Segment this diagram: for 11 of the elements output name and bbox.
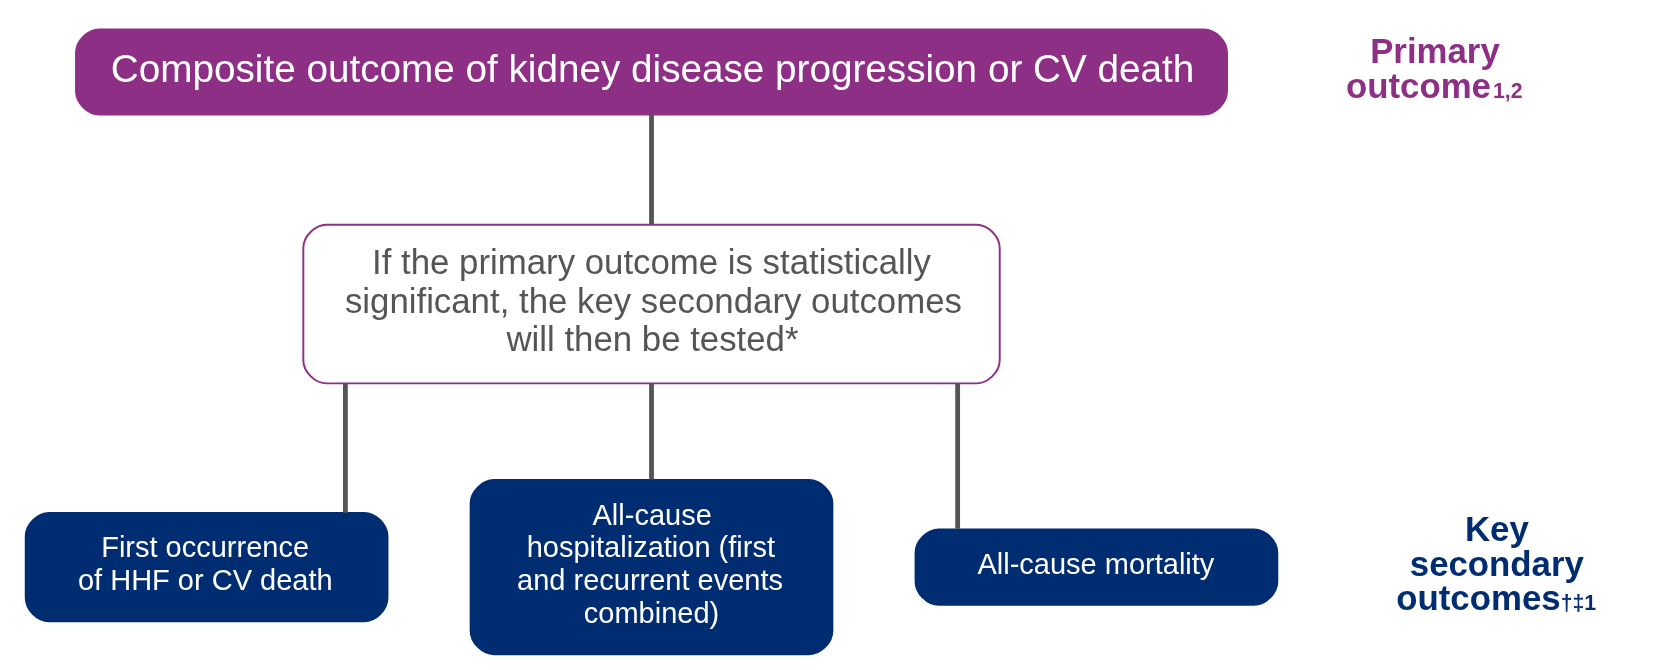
- node-box: Composite outcome of kidney disease progression or CV death: [75, 28, 1228, 116]
- node-box: If the primary outcome is statistically significant, the key secondary outcomes will then be tested*: [302, 223, 1001, 385]
- connector: [649, 383, 654, 480]
- label: Key secondary outcomes†‡1: [1396, 508, 1597, 618]
- connector: [955, 383, 961, 529]
- connector: [649, 114, 654, 225]
- node-box: First occurrence of HHF or CV death: [24, 512, 389, 623]
- connector: [342, 383, 348, 513]
- node-box: All-cause hospitalization (first and recurrent events combined): [469, 479, 834, 656]
- label: Primary outcome1,2: [1345, 31, 1523, 105]
- node-box: All-cause mortality: [914, 528, 1279, 606]
